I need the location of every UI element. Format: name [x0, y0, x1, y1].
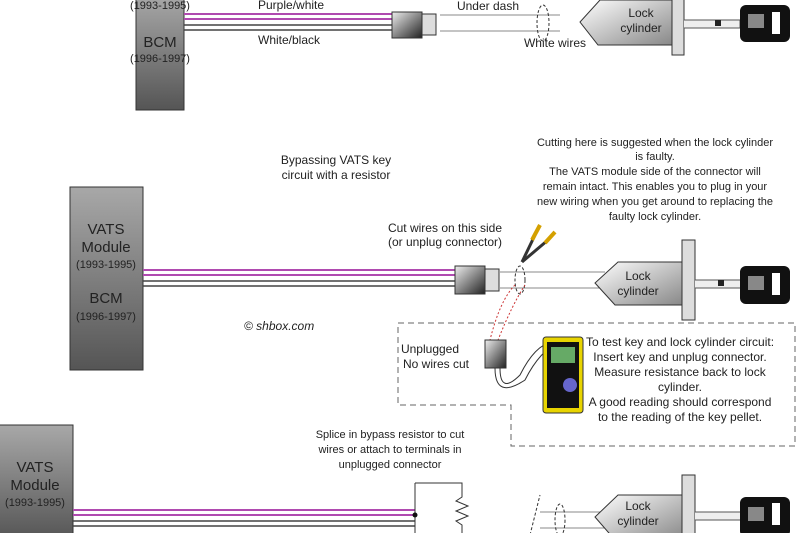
mounting-plate: [681, 474, 696, 533]
bcm-module-box: [135, 0, 185, 111]
note-cutting: Cutting here is suggested when the lock …: [537, 137, 773, 223]
vats-label: VATS: [88, 221, 125, 238]
top-section: (1993-1995) BCM (1996-1997) Purple/white…: [130, 0, 790, 111]
connector-plug: [421, 13, 437, 36]
key-icon: [695, 497, 790, 533]
vats-module-box: [69, 186, 144, 371]
svg-text:is faulty.: is faulty.: [635, 151, 675, 163]
multimeter-icon: [542, 336, 584, 414]
connector-label: Under dash: [457, 0, 519, 13]
svg-text:cylinder.: cylinder.: [658, 380, 702, 394]
connector: [454, 265, 486, 295]
wire-bundle: [73, 509, 605, 529]
cylinder-label: cylinder: [620, 21, 661, 35]
copyright-watermark: © shbox.com: [244, 319, 314, 333]
bcm-years: (1996-1997): [130, 53, 190, 65]
bcm-label: BCM: [143, 34, 176, 51]
bcm-years: (1996-1997): [76, 311, 136, 323]
svg-text:unplugged connector: unplugged connector: [339, 459, 442, 471]
test-instructions: To test key and lock cylinder circuit: I…: [586, 335, 774, 424]
cut-path: [489, 284, 526, 341]
svg-text:Cutting here is suggested when: Cutting here is suggested when the lock …: [537, 137, 773, 149]
module-years: (1993-1995): [5, 497, 65, 509]
lock-label: Lock: [625, 269, 651, 283]
svg-text:Measure resistance back to loc: Measure resistance back to lock: [594, 365, 766, 379]
wire-bundle: [184, 13, 560, 32]
white-wires-label: White wires: [524, 36, 586, 50]
wire-cutter-icon: [520, 224, 557, 264]
bottom-section: VATS Module (1993-1995) Splice in bypass…: [0, 424, 790, 533]
lock-cylinder: [579, 0, 673, 46]
key-icon: [684, 5, 790, 42]
cut-mark: [529, 494, 541, 533]
svg-text:The VATS module side of the co: The VATS module side of the connector wi…: [549, 166, 761, 178]
module-years: (1993-1995): [76, 259, 136, 271]
bypass-resistor: [414, 482, 470, 533]
splice-point: [412, 512, 418, 518]
wire-marker: [554, 503, 566, 533]
wire-purple-white-label: Purple/white: [258, 0, 324, 12]
key-icon: [695, 266, 790, 304]
cylinder-label: cylinder: [617, 514, 658, 528]
splice-note: Splice in bypass resistor to cut wires o…: [316, 429, 465, 471]
wire-marker: [536, 4, 550, 42]
cut-wires-label: Cut wires on this side: [388, 221, 502, 235]
unplugged-label: Unplugged: [401, 342, 459, 356]
section-title-line2: circuit with a resistor: [282, 168, 391, 182]
module-label: Module: [81, 239, 130, 256]
lock-cylinder: [594, 494, 683, 533]
svg-text:wires or attach to terminals i: wires or attach to terminals in: [317, 444, 461, 456]
wire-bundle: [143, 269, 605, 289]
svg-text:A good reading should correspo: A good reading should correspond: [589, 395, 772, 409]
mounting-plate: [671, 0, 685, 56]
connector-plug: [484, 268, 500, 292]
unplugged-connector: [484, 339, 507, 369]
module-label: Module: [10, 477, 59, 494]
cut-marker: [514, 265, 526, 295]
test-region-outline: [397, 322, 796, 447]
middle-section: Bypassing VATS key circuit with a resist…: [69, 137, 796, 447]
section-title-line1: Bypassing VATS key: [281, 153, 391, 167]
svg-text:to the reading of the key pell: to the reading of the key pellet.: [598, 410, 762, 424]
lock-cylinder: [594, 261, 683, 306]
svg-text:Splice in bypass resistor to c: Splice in bypass resistor to cut: [316, 429, 465, 441]
lock-label: Lock: [625, 499, 651, 513]
cylinder-label: cylinder: [617, 284, 658, 298]
wire-white-black-label: White/black: [258, 33, 321, 47]
mounting-plate: [681, 239, 696, 321]
no-wires-cut-label: No wires cut: [403, 357, 470, 371]
svg-text:To test key and lock cylinder: To test key and lock cylinder circuit:: [586, 335, 774, 349]
svg-text:Insert key and unplug connecto: Insert key and unplug connector.: [593, 350, 766, 364]
bcm-label: BCM: [89, 290, 122, 307]
vats-module-box: [0, 424, 74, 533]
unplug-connector-label: (or unplug connector): [388, 235, 502, 249]
svg-text:new wiring when you get around: new wiring when you get around to replac…: [537, 196, 773, 208]
connector: [391, 11, 423, 39]
module-years: (1993-1995): [130, 0, 190, 12]
vats-label: VATS: [17, 459, 54, 476]
svg-text:remain intact. This enables y: remain intact. This enables you to plug …: [543, 181, 768, 193]
svg-text:faulty lock cylinder.: faulty lock cylinder.: [609, 211, 701, 223]
lock-label: Lock: [628, 6, 654, 20]
